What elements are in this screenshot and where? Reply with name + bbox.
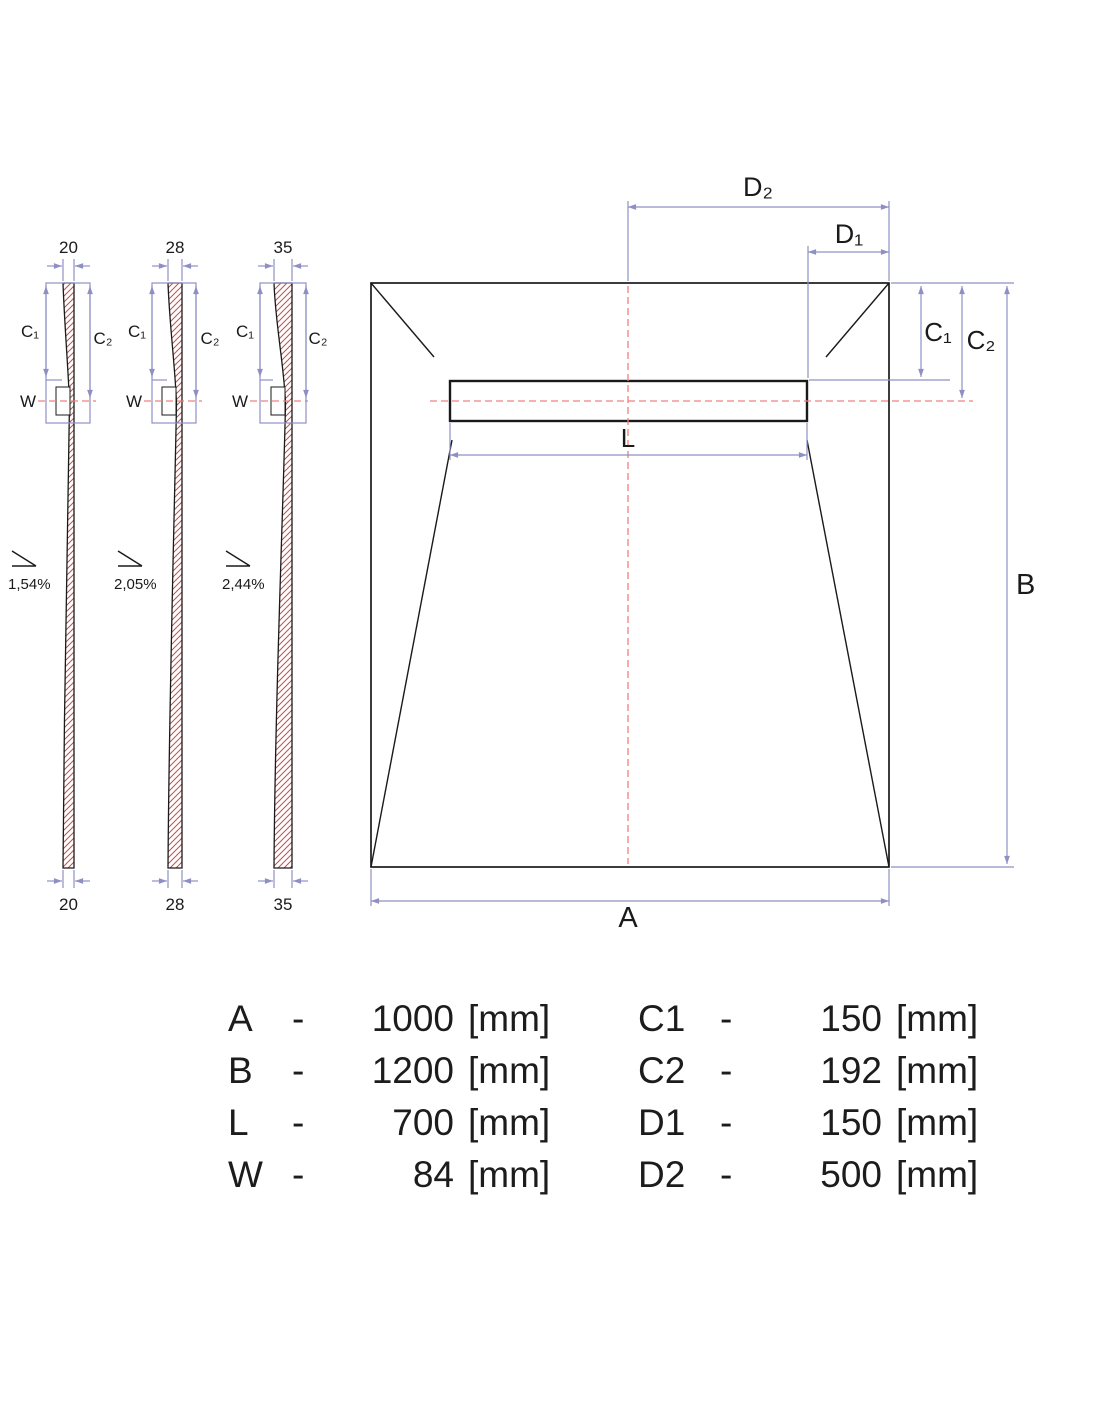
spec-name: C1	[638, 998, 686, 1039]
c1-label: C₁	[924, 317, 952, 347]
spec-unit: [mm]	[896, 1050, 979, 1091]
spec-unit: [mm]	[896, 998, 979, 1039]
fold-line	[370, 439, 453, 868]
profile-cross-section	[273, 282, 293, 869]
spec-value: 84	[412, 1154, 454, 1195]
d2-label: D₂	[743, 172, 773, 202]
spec-value: 192	[820, 1050, 882, 1091]
profile-top-dimension: 28	[166, 238, 185, 257]
spec-name: C2	[638, 1050, 686, 1091]
spec-value: 1000	[371, 998, 454, 1039]
spec-unit: [mm]	[896, 1154, 979, 1195]
a-label: A	[618, 902, 638, 934]
spec-unit: [mm]	[896, 1102, 979, 1143]
c1-label: C₁	[128, 322, 146, 341]
spec-unit: [mm]	[468, 1102, 551, 1143]
spec-table: A - 1000 [mm] B - 1200 [mm] L - 700 [mm]…	[0, 998, 1100, 1218]
c2-label: C₂	[94, 329, 113, 348]
spec-name: D2	[638, 1154, 686, 1195]
spec-row-b: B - 1200 [mm]	[228, 1050, 550, 1102]
spec-row-w: W - 84 [mm]	[228, 1154, 550, 1206]
profile-bottom-dimension: 35	[274, 895, 293, 914]
spec-dash: -	[292, 1154, 305, 1195]
technical-diagram: 20 C₁ C₂ W 1,54% 20 28 C₁ C₂ W 2,05% 28	[8, 172, 1035, 934]
c1-label: C₁	[236, 322, 254, 341]
w-label: W	[232, 392, 248, 411]
spec-column-left: A - 1000 [mm] B - 1200 [mm] L - 700 [mm]…	[228, 998, 550, 1206]
spec-row-a: A - 1000 [mm]	[228, 998, 550, 1050]
profile-bottom-dimension: 20	[59, 895, 78, 914]
profile-view-1: 20 C₁ C₂ W 1,54% 20	[8, 238, 112, 914]
spec-row-l: L - 700 [mm]	[228, 1102, 550, 1154]
spec-dash: -	[720, 1102, 733, 1143]
fold-line	[370, 282, 435, 358]
spec-value: 500	[820, 1154, 882, 1195]
spec-name: B	[228, 1050, 253, 1091]
slope-symbol	[225, 550, 251, 567]
slope-percentage: 2,44%	[222, 576, 265, 593]
spec-name: L	[228, 1102, 249, 1143]
spec-unit: [mm]	[468, 1154, 551, 1195]
profile-top-dimension: 35	[274, 238, 293, 257]
spec-name: W	[228, 1154, 263, 1195]
spec-value: 150	[820, 1102, 882, 1143]
spec-value: 150	[820, 998, 882, 1039]
slope-symbol	[11, 550, 37, 567]
spec-dash: -	[292, 1102, 305, 1143]
l-label: L	[621, 423, 635, 453]
w-label: W	[20, 392, 36, 411]
spec-dash: -	[720, 1154, 733, 1195]
fold-line	[825, 282, 890, 358]
spec-row-c1: C1 - 150 [mm]	[638, 998, 978, 1050]
slope-symbol	[117, 550, 143, 567]
profile-view-3: 35 C₁ C₂ W 2,44% 35	[222, 238, 327, 914]
profile-view-2: 28 C₁ C₂ W 2,05% 28	[114, 238, 219, 914]
d1-label: D₁	[835, 219, 864, 249]
c2-label: C₂	[201, 329, 220, 348]
spec-row-d2: D2 - 500 [mm]	[638, 1154, 978, 1206]
profile-cross-section	[167, 282, 183, 869]
spec-row-c2: C2 - 192 [mm]	[638, 1050, 978, 1102]
profile-cross-section	[62, 282, 75, 869]
spec-name: D1	[638, 1102, 686, 1143]
spec-column-right: C1 - 150 [mm] C2 - 192 [mm] D1 - 150 [mm…	[638, 998, 978, 1206]
c2-label: C₂	[967, 325, 996, 355]
spec-name: A	[228, 998, 253, 1039]
plan-view: D₂ D₁ C₁ C₂ B L A	[370, 172, 1035, 934]
spec-dash: -	[720, 998, 733, 1039]
c2-label: C₂	[309, 329, 328, 348]
spec-dash: -	[292, 998, 305, 1039]
spec-value: 700	[392, 1102, 454, 1143]
b-label: B	[1016, 569, 1035, 601]
c1-label: C₁	[21, 322, 39, 341]
slope-percentage: 1,54%	[8, 576, 51, 593]
spec-dash: -	[292, 1050, 305, 1091]
slope-percentage: 2,05%	[114, 576, 157, 593]
spec-row-d1: D1 - 150 [mm]	[638, 1102, 978, 1154]
profile-top-dimension: 20	[59, 238, 78, 257]
profile-bottom-dimension: 28	[166, 895, 185, 914]
spec-dash: -	[720, 1050, 733, 1091]
w-label: W	[126, 392, 142, 411]
spec-unit: [mm]	[468, 998, 551, 1039]
spec-unit: [mm]	[468, 1050, 551, 1091]
fold-line	[806, 439, 890, 868]
tray-outline	[370, 282, 890, 868]
spec-value: 1200	[371, 1050, 454, 1091]
